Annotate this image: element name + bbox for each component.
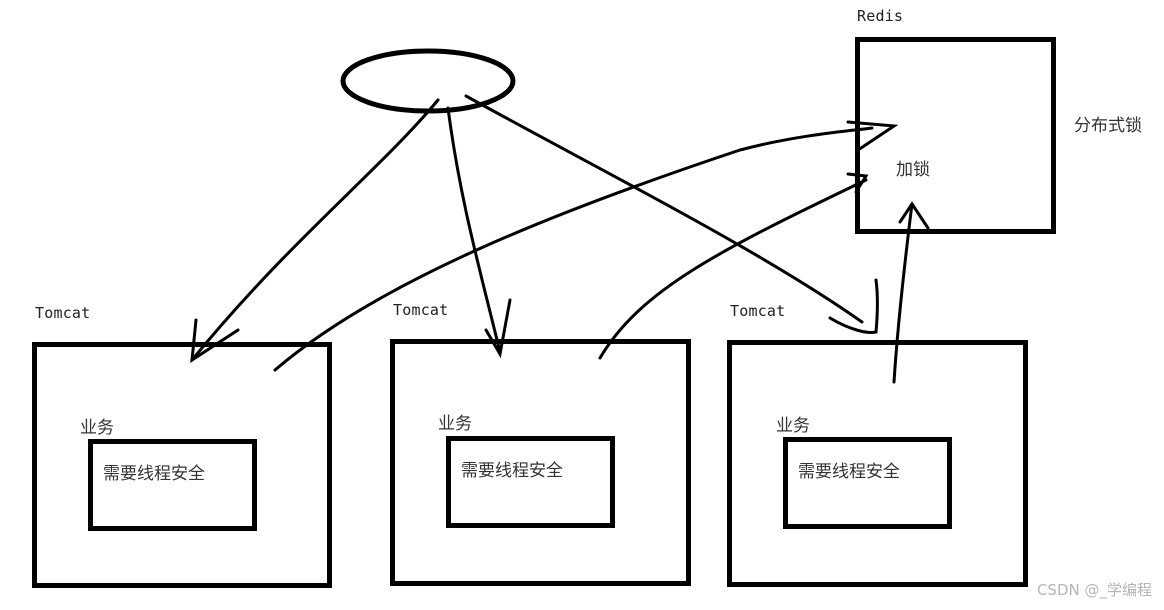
arrowhead-icon	[484, 298, 512, 359]
arrowhead-icon	[898, 201, 930, 230]
arrowhead-icon	[828, 278, 879, 334]
tomcat-3-box	[727, 340, 1028, 587]
redis-inner-label: 加锁	[896, 160, 930, 180]
tomcat-3-business-label: 业务	[776, 416, 810, 436]
csdn-watermark: CSDN @_学编程	[1036, 581, 1152, 599]
tomcat-2-business-label: 业务	[438, 414, 472, 434]
tomcat-2-inner-label: 需要线程安全	[461, 461, 563, 481]
edge-tomcat-1-to-redis	[273, 120, 899, 372]
edge-line	[446, 106, 502, 354]
tomcat-1-box	[32, 342, 332, 588]
arrowhead-icon	[190, 318, 240, 363]
edge-line	[892, 202, 914, 384]
tomcat-3-label: Tomcat	[730, 302, 786, 320]
edge-line	[598, 178, 868, 360]
tomcat-3-inner-label: 需要线程安全	[798, 462, 900, 482]
client-ellipse	[340, 48, 516, 114]
tomcat-1-inner-label: 需要线程安全	[103, 464, 205, 484]
edge-client-to-tomcat-2	[446, 106, 512, 359]
arrowhead-icon	[846, 120, 899, 152]
tomcat-2-label: Tomcat	[393, 301, 449, 319]
edge-line	[190, 98, 440, 362]
tomcat-1-inner-box	[88, 439, 257, 531]
redis-side-label: 分布式锁	[1074, 116, 1142, 136]
tomcat-2-box	[390, 339, 691, 586]
edge-line	[273, 126, 874, 372]
redis-box	[855, 37, 1056, 234]
edge-client-to-tomcat-1	[190, 98, 440, 363]
tomcat-1-label: Tomcat	[35, 304, 91, 322]
edge-client-to-tomcat-3	[464, 94, 879, 334]
edge-tomcat-2-to-redis	[598, 172, 869, 360]
redis-label: Redis	[857, 7, 904, 25]
edge-tomcat-3-to-redis	[892, 201, 930, 384]
tomcat-1-business-label: 业务	[80, 418, 114, 438]
edge-line	[464, 94, 864, 324]
tomcat-3-inner-box	[783, 437, 952, 529]
tomcat-2-inner-box	[446, 436, 615, 528]
